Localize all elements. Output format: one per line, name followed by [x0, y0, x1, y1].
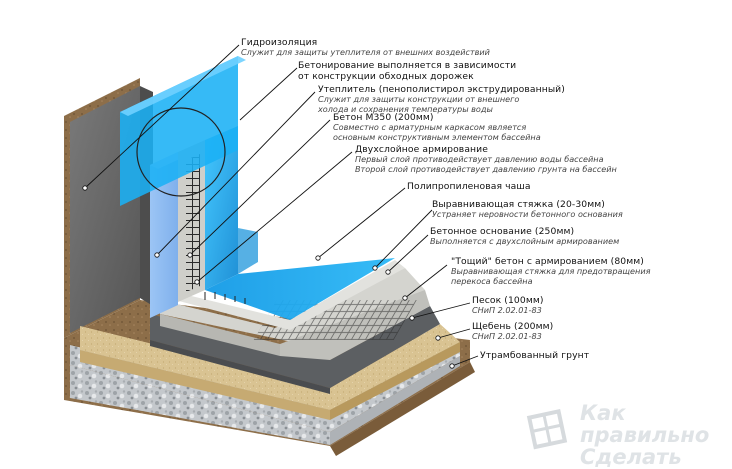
- leader-dots: [82, 185, 455, 369]
- label-sub: СНиП 2.02.01-83: [472, 331, 542, 341]
- label-gravel: Щебень (200мм) СНиП 2.02.01-83: [472, 321, 553, 342]
- label-double-reinforcement: Двухслойное армирование Первый слой прот…: [355, 144, 617, 174]
- watermark-text: Как правильно Сделать: [580, 402, 728, 468]
- label-title: Бетонное основание (250мм): [430, 226, 575, 237]
- label-title: Щебень (200мм): [472, 321, 554, 332]
- label-title: Утрамбованный грунт: [480, 350, 590, 361]
- sand-layer: [80, 324, 460, 420]
- label-sub: СНиП 2.02.01-83: [472, 305, 542, 315]
- label-sub: Второй слой противодействует давлению гр…: [355, 163, 617, 174]
- label-title: Бетонирование выполняется в зависимости: [298, 60, 517, 71]
- label-title: "Тощий" бетон с армированием (80мм): [451, 256, 644, 267]
- label-leveling-screed: Выравнивающая стяжка (20-30мм) Устраняет…: [432, 199, 623, 220]
- label-polypropylene-bowl: Полипропиленовая чаша: [407, 181, 531, 192]
- label-sub: Устраняет неровности бетонного основания: [432, 209, 623, 219]
- polypropylene-bowl: [205, 126, 395, 320]
- label-title: Гидроизоляция: [241, 37, 318, 48]
- label-sub: холода и сохранения температуры воды: [318, 103, 493, 114]
- screed-layer: [175, 260, 405, 330]
- watermark: Как правильно Сделать: [518, 402, 728, 468]
- label-title: Песок (100мм): [472, 295, 544, 306]
- label-insulation: Утеплитель (пенополистирол экструдирован…: [318, 84, 565, 114]
- leader-lines: [84, 44, 479, 367]
- label-sub: основным конструктивным элементом бассей…: [333, 131, 541, 142]
- label-compacted-soil: Утрамбованный грунт: [480, 350, 589, 361]
- label-sub: Выравнивающая стяжка для предотвращения: [451, 266, 651, 276]
- concrete-base-layer: [160, 268, 430, 360]
- rebar-stubs: [204, 292, 246, 304]
- label-title: Полипропиленовая чаша: [407, 181, 531, 192]
- watermark-line-2: Сделать: [580, 445, 682, 469]
- label-sub: Первый слой противодействует давлению во…: [355, 154, 604, 164]
- label-sub: Служит для защиты конструкции от внешнег…: [318, 94, 520, 104]
- label-title: Выравнивающая стяжка (20-30мм): [432, 199, 605, 210]
- watermark-line-1: Как правильно: [580, 401, 710, 447]
- detail-circle: [136, 107, 226, 197]
- label-sub: Служит для защиты утеплителя от внешних …: [241, 47, 490, 57]
- label-concrete-base: Бетонное основание (250мм) Выполняется с…: [430, 226, 619, 247]
- label-sub: перекоса бассейна: [451, 275, 533, 286]
- label-concrete-m350: Бетон М350 (200мм) Совместно с арматурны…: [333, 112, 541, 142]
- label-lean-concrete: "Тощий" бетон с армированием (80мм) Выра…: [451, 256, 650, 286]
- label-sand: Песок (100мм) СНиП 2.02.01-83: [472, 295, 544, 316]
- label-title: Двухслойное армирование: [355, 144, 488, 155]
- label-title: Бетон М350 (200мм): [333, 112, 434, 123]
- gravel-layer: [70, 342, 460, 445]
- label-sub: Выполняется с двухслойным армированием: [430, 236, 620, 246]
- label-waterproofing: Гидроизоляция Служит для защиты утеплите…: [241, 37, 490, 58]
- waterproofing-sheet: [120, 56, 246, 206]
- lean-concrete-layer: [150, 306, 440, 394]
- label-title-2: от конструкции обходных дорожек: [298, 71, 474, 82]
- label-sub: Совместно с арматурным каркасом является: [333, 122, 527, 132]
- label-title: Утеплитель (пенополистирол экструдирован…: [318, 84, 565, 95]
- house-logo-icon: [526, 409, 568, 450]
- label-concreting: Бетонирование выполняется в зависимости …: [298, 60, 516, 82]
